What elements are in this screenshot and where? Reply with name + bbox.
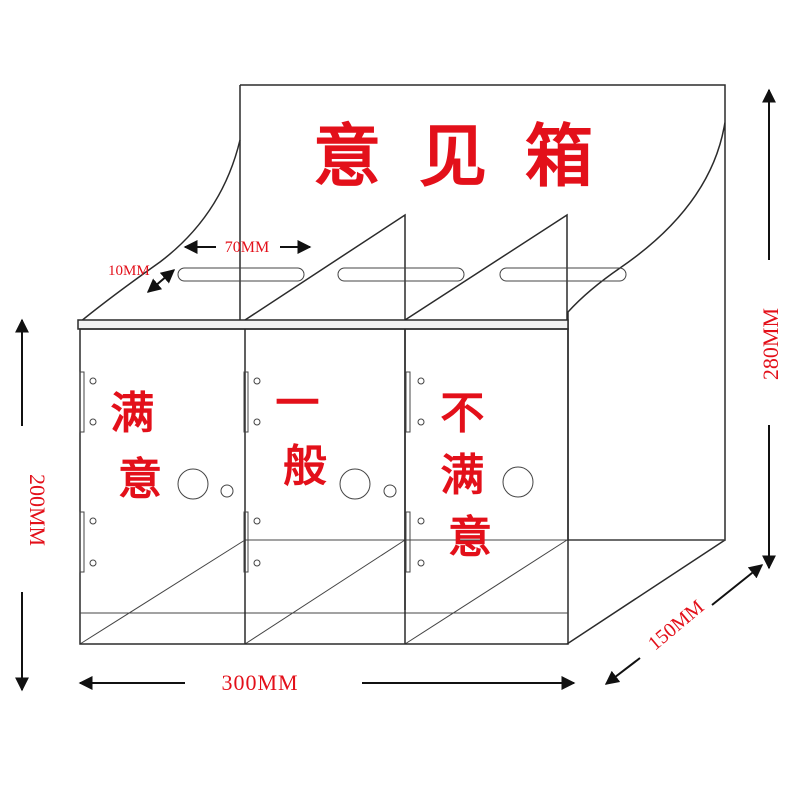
- label-satisfied: 满 意: [110, 388, 169, 505]
- bottom-divider-3: [404, 539, 568, 645]
- hinges: [79, 371, 425, 573]
- total-height-label: 280MM: [758, 308, 783, 380]
- slot-width-label: 10MM: [108, 263, 150, 279]
- label-dissatisfied-char-3: 意: [448, 512, 492, 563]
- card-slots: [177, 267, 627, 282]
- label-dissatisfied: 不 满 意: [440, 388, 499, 563]
- bottom-divider-2: [244, 539, 406, 645]
- slot-length-label: 70MM: [225, 239, 269, 256]
- label-average-char-2: 般: [283, 441, 327, 492]
- label-satisfied-char-1: 满: [110, 388, 154, 439]
- depth-arrow-upper: [711, 564, 764, 606]
- front-height-label: 200MM: [25, 474, 50, 546]
- label-average: 一 般: [275, 378, 334, 492]
- box-title: 意见箱: [313, 118, 631, 197]
- label-dissatisfied-char-1: 不: [440, 388, 484, 439]
- depth-label: 150MM: [644, 596, 709, 655]
- slot-width-arrow: [146, 269, 176, 293]
- label-satisfied-char-2: 意: [118, 454, 162, 505]
- label-average-char-1: 一: [275, 378, 319, 429]
- bottom-divider-1: [79, 539, 246, 645]
- width-label: 300MM: [221, 670, 298, 695]
- back-panel: [240, 84, 726, 541]
- front-panel: [79, 328, 569, 645]
- top-lip: [77, 319, 569, 330]
- depth-arrow-lower: [604, 657, 641, 685]
- label-dissatisfied-char-2: 满: [440, 450, 484, 501]
- base-side: [566, 539, 726, 645]
- lock-holes: [177, 466, 534, 500]
- back-panel-left-curve: [79, 139, 241, 323]
